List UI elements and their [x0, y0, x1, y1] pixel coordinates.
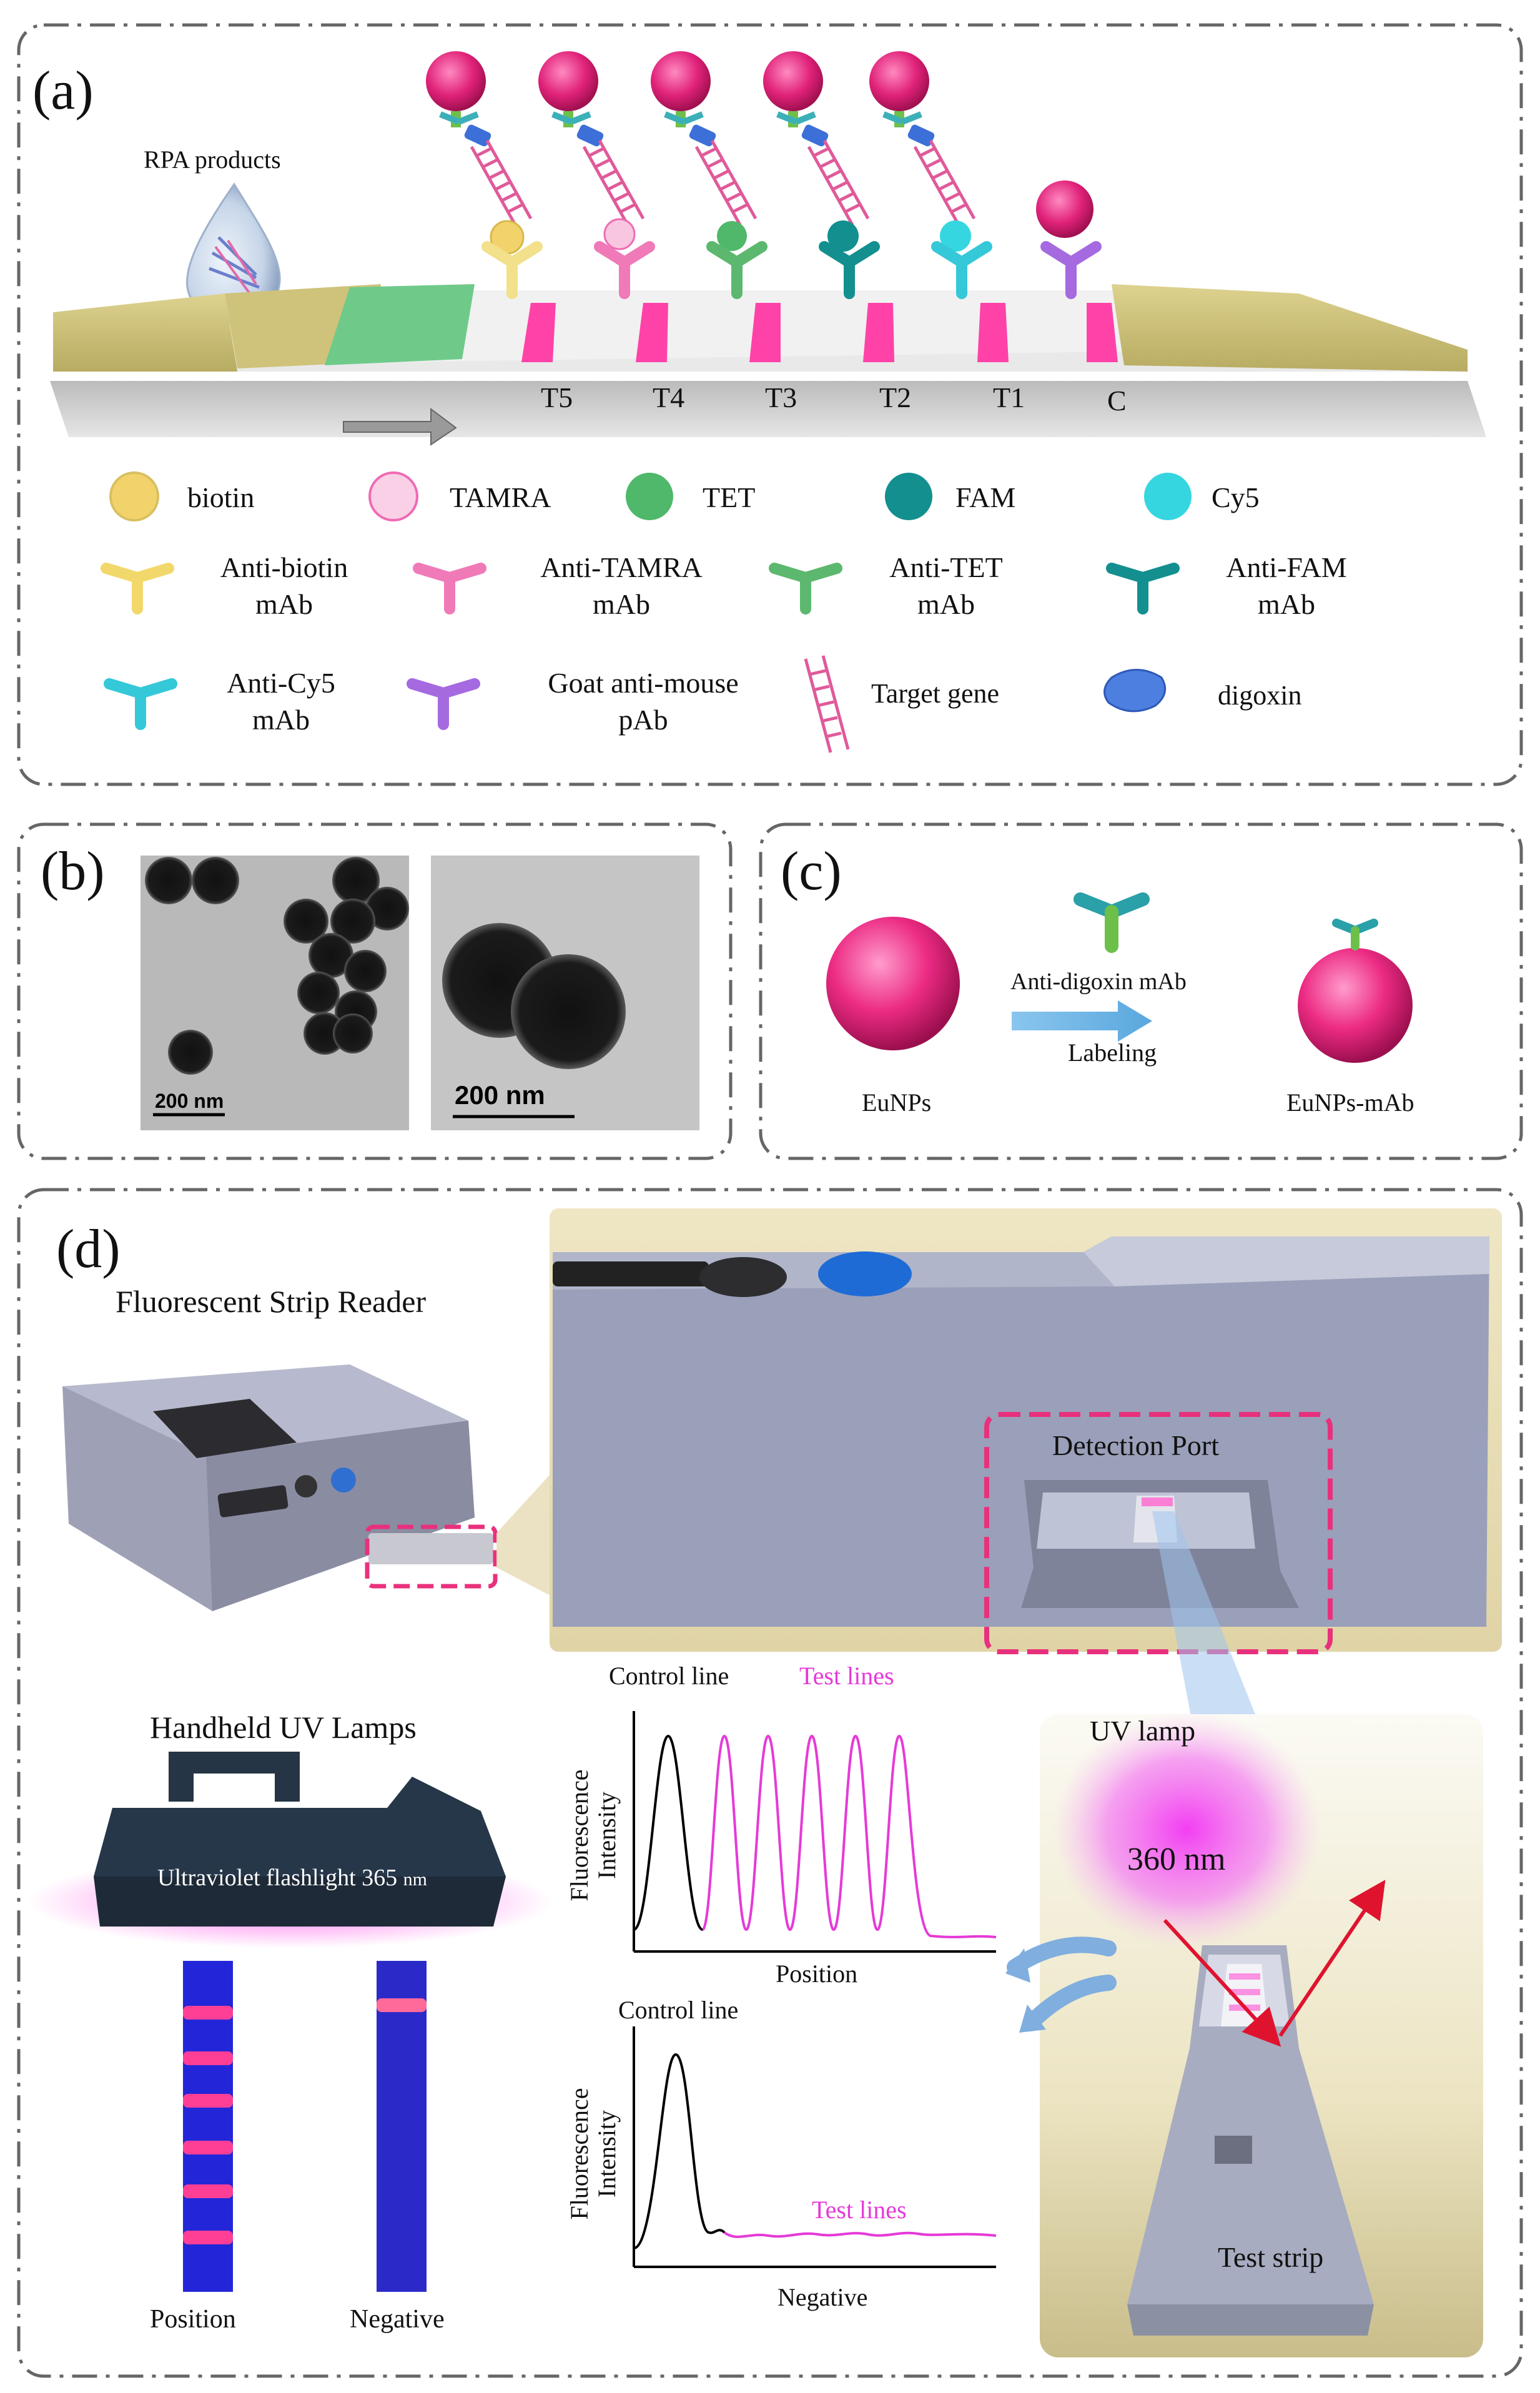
- detection-port-label: Detection Port: [1052, 1429, 1219, 1461]
- tem-scale-bar-right: 200 nm: [455, 1080, 545, 1110]
- panel-b-letter: (b): [41, 841, 105, 902]
- target-gene-icon: [804, 655, 850, 753]
- chart-bottom-xlabel: Negative: [777, 2283, 868, 2311]
- legend-target-gene: Target gene: [871, 678, 1000, 709]
- tamra-icon: [368, 471, 418, 521]
- strip-label-position: Position: [150, 2305, 236, 2334]
- legend-digoxin: digoxin: [1218, 680, 1302, 711]
- chart-top-xlabel: Position: [776, 1960, 858, 1988]
- biotin-icon: [109, 471, 159, 521]
- eunp-mab-icon: [1298, 948, 1413, 1063]
- anti-digoxin-antibody-icon: [1074, 892, 1150, 953]
- eunp-icon: [826, 917, 960, 1050]
- chart-top-control-label: Control line: [609, 1662, 729, 1690]
- panel-a-letter: (a): [32, 61, 94, 121]
- strip-label-negative: Negative: [350, 2305, 445, 2334]
- anti-cy5-icon: [104, 678, 177, 730]
- wavelength-label: 360 nm: [1127, 1842, 1226, 1877]
- cy5-icon: [1144, 473, 1192, 520]
- legend-tamra: TAMRA: [450, 481, 551, 513]
- chart-top-test-label: Test lines: [799, 1662, 894, 1690]
- panel-d-letter: (d): [56, 1219, 121, 1280]
- reader-screen: [153, 1399, 297, 1458]
- eunps-label: EuNPs: [862, 1088, 932, 1117]
- rpa-products-label: RPA products: [144, 146, 281, 174]
- digoxin-icon: [1103, 669, 1167, 713]
- line-label-t4: T4: [653, 382, 685, 413]
- fam-icon: [885, 473, 932, 520]
- goat-anti-mouse-icon: [407, 678, 480, 730]
- test-strip-label: Test strip: [1218, 2241, 1324, 2273]
- anti-tamra-icon: [413, 563, 486, 614]
- legend-fam: FAM: [955, 481, 1016, 513]
- reader-button-icon: [331, 1468, 356, 1493]
- tem-scale-bar-left: 200 nm: [155, 1090, 224, 1112]
- uv-lamps-title: Handheld UV Lamps: [150, 1710, 417, 1745]
- eunps-mab-label: EuNPs-mAb: [1286, 1088, 1414, 1117]
- anti-fam-icon: [1106, 563, 1180, 614]
- labeling-label: Labeling: [1068, 1039, 1157, 1067]
- chart-bottom-control-label: Control line: [618, 1996, 739, 2024]
- line-label-t2: T2: [879, 382, 912, 413]
- panel-c-letter: (c): [781, 841, 842, 902]
- test-line-bottom: [723, 2231, 997, 2238]
- flashlight-text: Ultraviolet flashlight 365 nm: [157, 1865, 427, 1891]
- anti-tet-icon: [769, 563, 842, 614]
- test-peaks-top: [701, 1734, 997, 1938]
- anti-biotin-icon: [101, 563, 174, 614]
- line-label-t3: T3: [765, 382, 797, 413]
- negative-strip: [377, 1961, 427, 2292]
- legend-biotin: biotin: [187, 481, 255, 513]
- anti-digoxin-label: Anti-digoxin mAb: [1010, 969, 1187, 995]
- control-peak-bottom: [633, 2053, 726, 2249]
- legend-tet: TET: [703, 481, 756, 513]
- line-label-c: C: [1107, 385, 1127, 417]
- reader-title: Fluorescent Strip Reader: [116, 1284, 427, 1319]
- line-label-t5: T5: [541, 382, 573, 413]
- control-peak-top: [633, 1734, 704, 1931]
- legend-cy5: Cy5: [1212, 481, 1260, 513]
- chart-bottom-test-label: Test lines: [812, 2196, 907, 2224]
- line-label-t1: T1: [993, 382, 1025, 413]
- tet-icon: [626, 473, 673, 520]
- eunp-complex-icon: [426, 51, 533, 226]
- uv-lamp-label: UV lamp: [1090, 1715, 1196, 1747]
